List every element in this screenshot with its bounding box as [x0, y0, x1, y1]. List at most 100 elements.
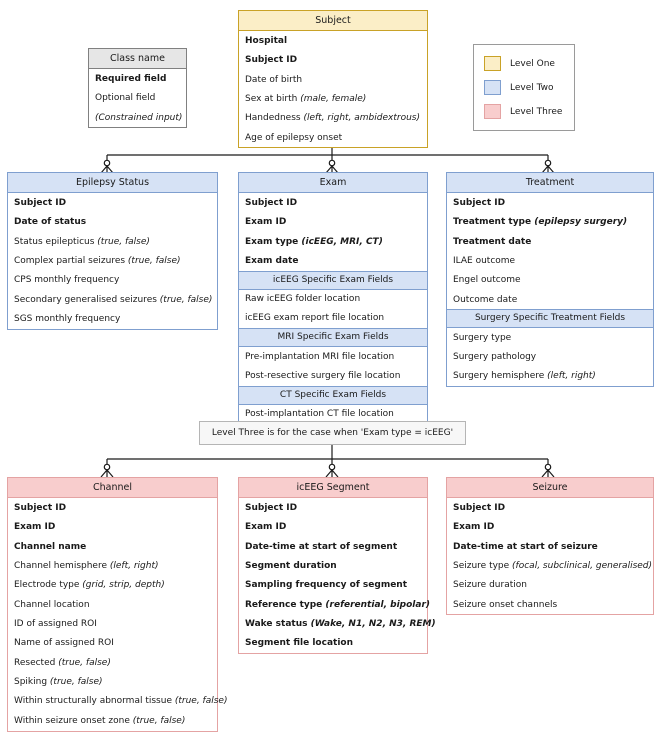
entity-field-row: Subject ID [447, 193, 653, 212]
entity-field-name: Raw icEEG folder location [245, 294, 361, 305]
entity-field-name: Subject ID [14, 197, 67, 208]
entity-field-name: Status epilepticus [14, 236, 95, 247]
crowfoot-circle-seizure [544, 463, 552, 471]
key-row-optional: Optional field [95, 93, 156, 104]
entity-field-name: Treatment type [453, 217, 532, 228]
entity-field-name: Subject ID [14, 502, 67, 513]
entity-field-row: Sampling frequency of segment [239, 576, 427, 595]
entity-field-name: Engel outcome [453, 275, 521, 286]
entity-field-row: Seizure duration [447, 576, 653, 595]
legend-label-level-one: Level One [510, 58, 555, 69]
entity-field-row: Subject ID [8, 498, 217, 517]
entity-field-name: Resected [14, 657, 56, 668]
crowfoot-circle-exam [328, 159, 336, 167]
entity-field-row: Surgery type [447, 328, 653, 347]
entity-field-name: ILAE outcome [453, 255, 516, 266]
entity-field-row: Within structurally abnormal tissue (tru… [8, 692, 227, 711]
level-legend: Level One Level Two Level Three [473, 44, 575, 131]
entity-field-row: Complex partial seizures (true, false) [8, 251, 217, 270]
entity-field-name: Age of epilepsy onset [245, 132, 343, 143]
entity-field-row: Reference type (referential, bipolar) [239, 595, 430, 614]
entity-field-row: Exam ID [447, 518, 653, 537]
entity-field-constraint: (grid, strip, depth) [79, 580, 165, 591]
crowfoot-circle-epilepsy [103, 159, 111, 167]
entity-field-name: Seizure type [453, 560, 510, 571]
entity-field-name: Handedness [245, 113, 301, 124]
entity-field-row: SGS monthly frequency [8, 309, 217, 328]
entity-field-name: Sampling frequency of segment [245, 580, 408, 591]
entity-field-row: Seizure onset channels [447, 595, 653, 614]
entity-field-name: ID of assigned ROI [14, 618, 97, 629]
entity-field-name: SGS monthly frequency [14, 313, 121, 324]
entity-field-row: Name of assigned ROI [8, 634, 217, 653]
class-name-key: Class name Required field Optional field… [88, 48, 187, 129]
entity-section-header: Surgery Specific Treatment Fields [447, 309, 653, 329]
entity-field-name: Subject ID [245, 502, 298, 513]
crowfoot-segment [325, 469, 339, 478]
entity-field-name: Within seizure onset zone [14, 715, 130, 726]
entity-field-row: Secondary generalised seizures (true, fa… [8, 290, 217, 309]
entity-field-row: Subject ID [447, 498, 653, 517]
entity-field-constraint: (left, right, ambidextrous) [300, 113, 420, 124]
legend-item-level-two: Level Two [484, 80, 574, 95]
entity-field-row: Outcome date [447, 290, 653, 309]
entity-field-row: Pre-implantation MRI file location [239, 347, 427, 366]
legend-swatch-level-two [484, 80, 501, 95]
entity-field-constraint: (true, false) [125, 255, 181, 266]
entity-field-name: Sex at birth [245, 93, 298, 104]
entity-field-name: Complex partial seizures [14, 255, 126, 266]
entity-field-name: Post-implantation CT file location [245, 409, 394, 420]
entity-field-row: Handedness (left, right, ambidextrous) [239, 109, 427, 128]
entity-field-name: Subject ID [453, 197, 506, 208]
entity-section-fields: Post-implantation CT file location [239, 405, 427, 424]
entity-field-name: Exam ID [245, 522, 287, 533]
entity-field-name: Hospital [245, 35, 288, 46]
entity-field-row: Subject ID [239, 193, 427, 212]
entity-field-name: icEEG exam report file location [245, 313, 385, 324]
entity-field-name: Date-time at start of segment [245, 541, 398, 552]
entity-field-row: Spiking (true, false) [8, 672, 217, 691]
crowfoot-seizure [541, 469, 555, 478]
entity-field-name: Exam type [245, 236, 299, 247]
entity-seizure-header: Seizure [447, 478, 653, 499]
entity-iceeg-segment-fields: Subject ID Exam ID Date-time at start of s… [239, 498, 436, 653]
entity-field-row: Exam ID [239, 213, 427, 232]
entity-field-constraint: (true, false) [171, 696, 228, 707]
entity-field-name: Segment file location [245, 638, 353, 649]
entity-field-name: Name of assigned ROI [14, 638, 114, 649]
entity-field-row: Surgery pathology [447, 348, 653, 367]
entity-field-row: Wake status (Wake, N1, N2, N3, REM) [239, 614, 436, 633]
entity-field-row: Exam type (icEEG, MRI, CT) [239, 232, 427, 251]
entity-field-name: Surgery type [453, 332, 512, 343]
entity-field-name: Secondary generalised seizures [14, 294, 157, 305]
entity-channel-header: Channel [8, 478, 217, 499]
entity-section-header: CT Specific Exam Fields [239, 385, 427, 405]
legend-swatch-level-one [484, 56, 501, 71]
entity-subject-header: Subject [239, 11, 427, 32]
entity-field-constraint: (left, right) [107, 560, 159, 571]
entity-field-row: Within seizure onset zone (true, false) [8, 711, 217, 730]
entity-field-row: ILAE outcome [447, 251, 653, 270]
entity-field-row: CPS monthly frequency [8, 271, 217, 290]
entity-field-name: Surgery pathology [453, 352, 537, 363]
entity-field-row: Treatment date [447, 232, 653, 251]
entity-section-fields: Raw icEEG folder location icEEG exam repo… [239, 290, 427, 329]
entity-field-name: Channel hemisphere [14, 560, 108, 571]
entity-section-header: icEEG Specific Exam Fields [239, 270, 427, 290]
entity-field-name: Seizure onset channels [453, 599, 558, 610]
entity-field-row: Age of epilepsy onset [239, 128, 427, 147]
